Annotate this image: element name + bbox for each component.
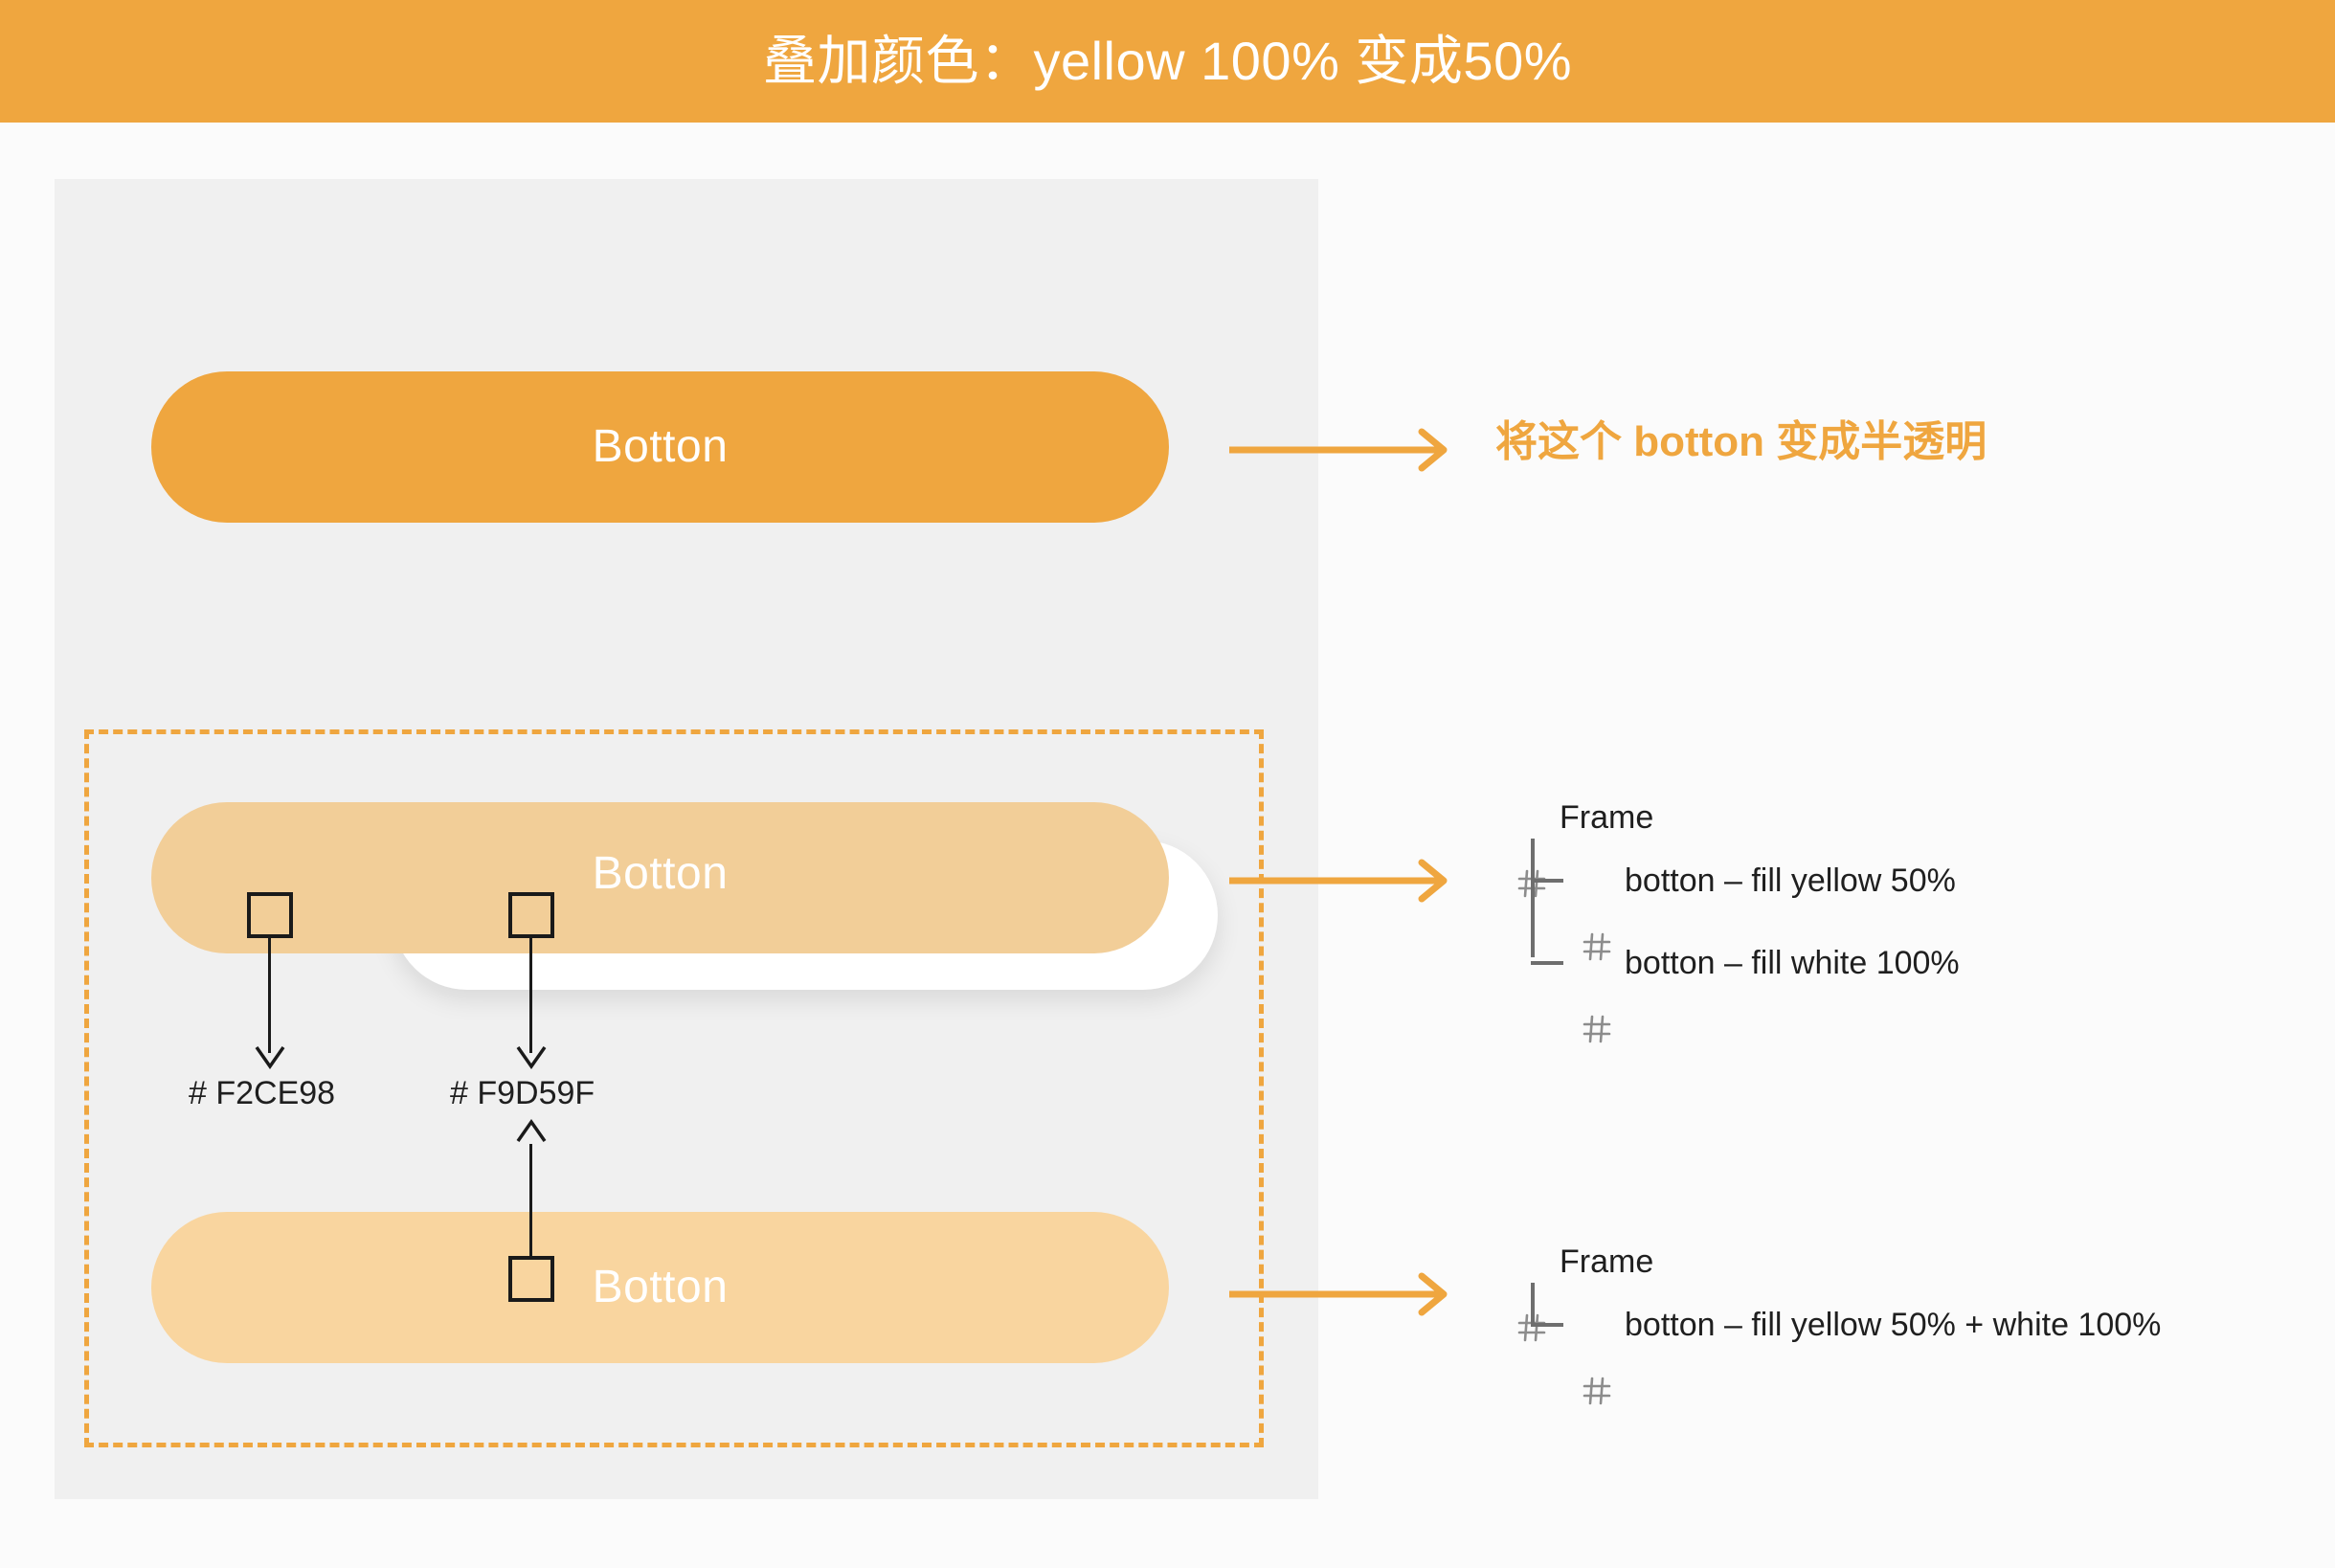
button-yellow-50[interactable]: Botton [151, 802, 1169, 953]
button-merged-label: Botton [592, 1262, 729, 1312]
layer-tree-1-root-label: Frame [1560, 799, 1654, 836]
layer-tree-1-item-0-label: botton – fill yellow 50% [1625, 862, 1956, 899]
swatch-leader-line-1 [268, 938, 271, 1053]
layer-tree-2-root-label: Frame [1560, 1243, 1654, 1280]
color-swatch-f2ce98 [247, 892, 293, 938]
layer-tree-1-item-1[interactable]: botton – fill white 100% [1517, 942, 1960, 1043]
frame-hash-icon [1583, 867, 1611, 961]
arrow-down-icon-2 [514, 1043, 549, 1077]
layer-tree-1-root[interactable]: Frame [1517, 796, 1960, 898]
layer-tree-1-item-0[interactable]: botton – fill yellow 50% [1517, 860, 1960, 961]
button-solid-yellow-100[interactable]: Botton [151, 371, 1169, 523]
layer-tree-1-item-1-label: botton – fill white 100% [1625, 945, 1960, 981]
arrow-right-icon-tree-1 [1227, 852, 1457, 909]
layer-tree-1-children: botton – fill yellow 50% botton – fill w… [1517, 839, 1960, 1043]
color-swatch-f9d59f-top [508, 892, 554, 938]
header-banner: 叠加颜色：yellow 100% 变成50% [0, 0, 2335, 123]
layer-tree-1-elbow-0 [1531, 879, 1563, 883]
button-solid-label: Botton [592, 421, 729, 472]
hex-label-f9d59f: # F9D59F [450, 1075, 595, 1111]
layer-tree-2-children: botton – fill yellow 50% + white 100% [1517, 1283, 2162, 1405]
layer-tree-2-trunk [1531, 1283, 1535, 1325]
selection-dashed-box [84, 729, 1264, 1447]
button-merged-yellow50-white100[interactable]: Botton [151, 1212, 1169, 1363]
arrow-right-icon-tree-2 [1227, 1266, 1457, 1323]
callout-text: 将这个 botton 变成半透明 [1495, 418, 1987, 465]
layer-tree-2-root[interactable]: Frame [1517, 1241, 2161, 1342]
color-swatch-f9d59f-bottom [508, 1256, 554, 1302]
frame-hash-icon [1583, 1311, 1611, 1405]
arrow-down-icon-1 [253, 1043, 287, 1077]
swatch-leader-line-2 [529, 938, 532, 1053]
layer-tree-1: Frame botton – fill yellow 50% [1517, 796, 1960, 1043]
layer-tree-2: Frame botton – fill yellow 50% + white 1… [1517, 1241, 2162, 1405]
swatch-leader-line-3 [529, 1144, 532, 1259]
layer-tree-2-elbow-0 [1531, 1323, 1563, 1327]
page-title: 叠加颜色：yellow 100% 变成50% [762, 31, 1573, 91]
arrow-up-icon-3 [514, 1116, 549, 1150]
frame-hash-icon [1517, 1248, 1546, 1342]
layer-tree-1-elbow-1 [1531, 961, 1563, 965]
frame-hash-icon [1583, 950, 1611, 1043]
arrow-right-icon-callout [1227, 421, 1457, 479]
layer-tree-1-trunk [1531, 839, 1535, 957]
layer-tree-2-item-0-label: botton – fill yellow 50% + white 100% [1625, 1307, 2162, 1343]
button-yellow-50-label: Botton [592, 848, 729, 899]
frame-hash-icon [1517, 804, 1546, 898]
layer-tree-2-item-0[interactable]: botton – fill yellow 50% + white 100% [1517, 1304, 2162, 1405]
hex-label-f2ce98: # F2CE98 [189, 1075, 336, 1111]
